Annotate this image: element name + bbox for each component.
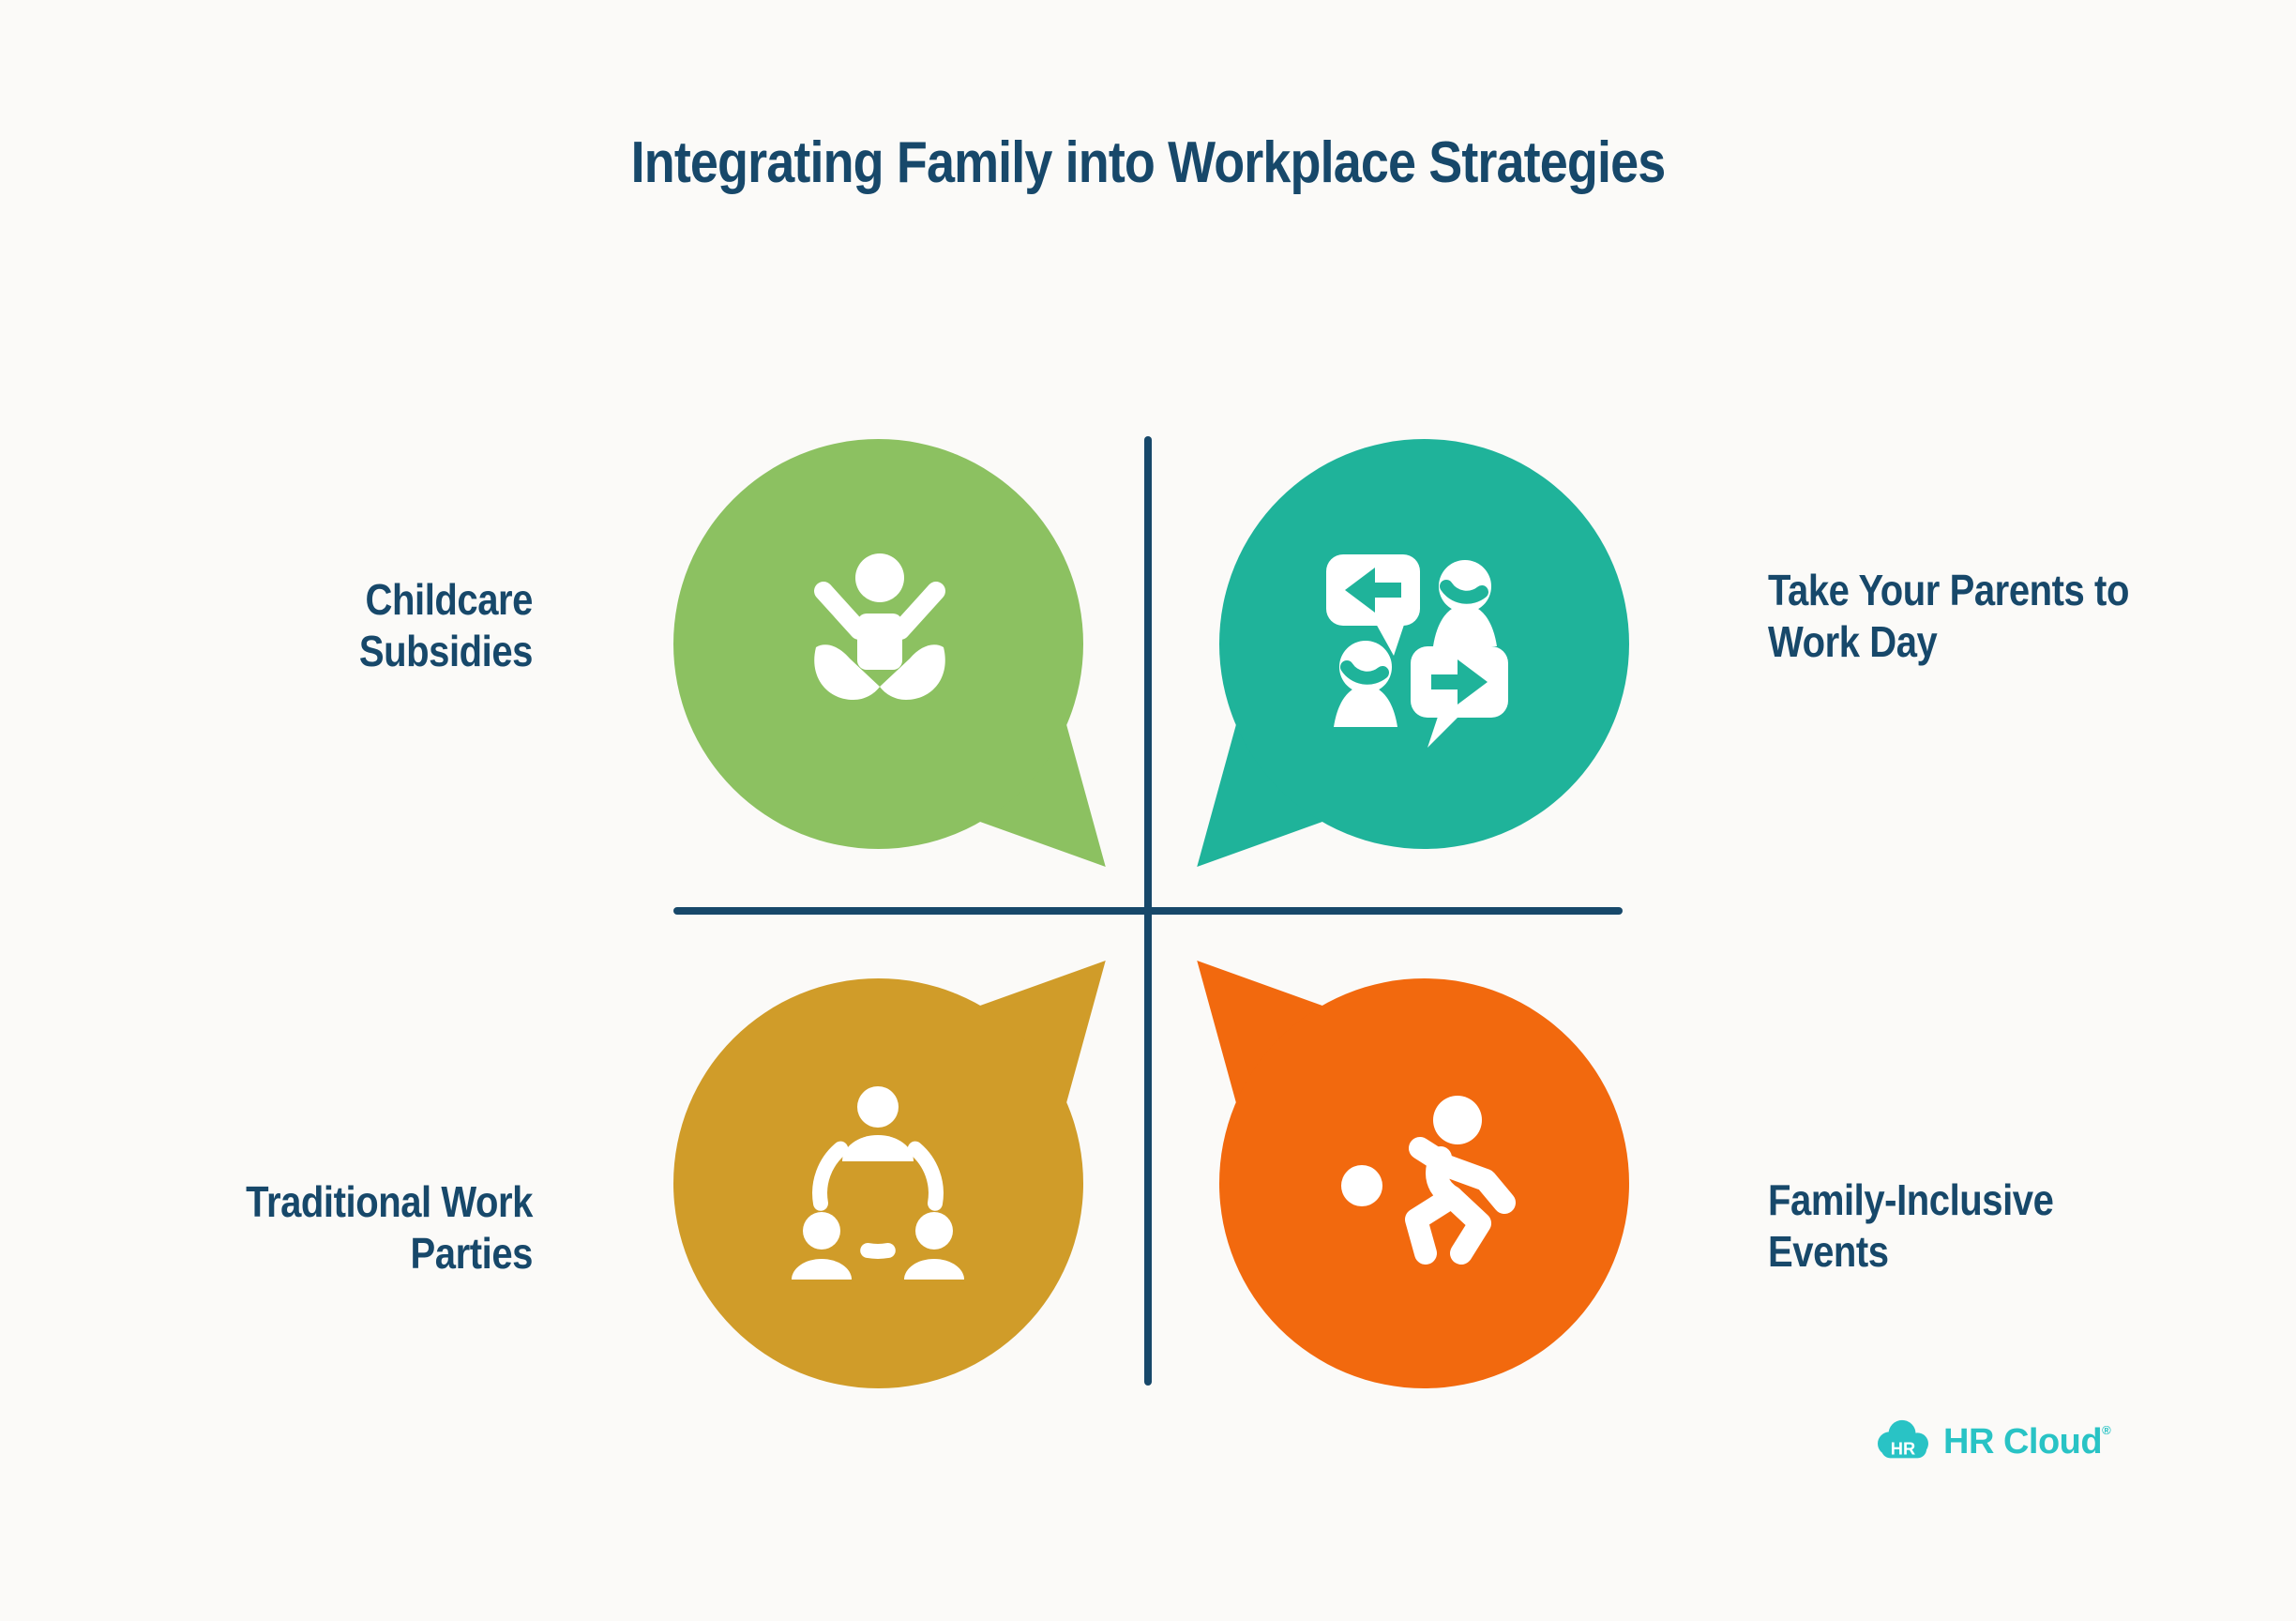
label-line: Parties	[410, 1229, 534, 1278]
horizontal-divider-line	[673, 907, 1623, 915]
team-around-table-icon	[765, 1071, 990, 1296]
brand-name: HR Cloud	[1943, 1422, 2103, 1462]
label-line: Events	[1768, 1227, 1889, 1276]
speech-bubble-parents-day	[1184, 439, 1629, 885]
label-line: Take Your Parents to	[1768, 566, 2129, 614]
label-childcare-subsidies: Childcare Subsidies	[191, 574, 534, 677]
logo-badge-text: HR	[1891, 1439, 1915, 1459]
label-traditional-work-parties: Traditional Work Parties	[191, 1176, 533, 1280]
page-title: Integrating Family into Workplace Strate…	[630, 130, 1667, 195]
label-line: Childcare Subsidies	[358, 575, 534, 675]
label-family-inclusive-events: Family-Inclusive Events	[1768, 1174, 2152, 1278]
speech-bubble-work-parties	[673, 943, 1119, 1388]
label-line: Family-Inclusive	[1768, 1175, 2054, 1224]
bubble-circle	[673, 978, 1083, 1388]
label-take-your-parents: Take Your Parents to Work Day	[1768, 565, 2152, 668]
speech-bubble-family-events	[1184, 943, 1629, 1388]
label-line: Work Day	[1768, 617, 1938, 666]
cloud-icon: HR	[1878, 1419, 1928, 1459]
trademark-symbol: ®	[2102, 1423, 2111, 1437]
label-line: Traditional Work	[246, 1177, 533, 1226]
child-held-by-hands-icon	[767, 531, 992, 756]
bubble-circle	[1219, 439, 1629, 849]
hr-cloud-logo: HR HR Cloud®	[1874, 1416, 2111, 1467]
running-child-with-ball-icon	[1313, 1071, 1538, 1296]
parents-conversation-icon	[1304, 528, 1529, 753]
bubble-circle	[1219, 978, 1629, 1388]
logo-brand-text: HR Cloud®	[1943, 1416, 2111, 1467]
